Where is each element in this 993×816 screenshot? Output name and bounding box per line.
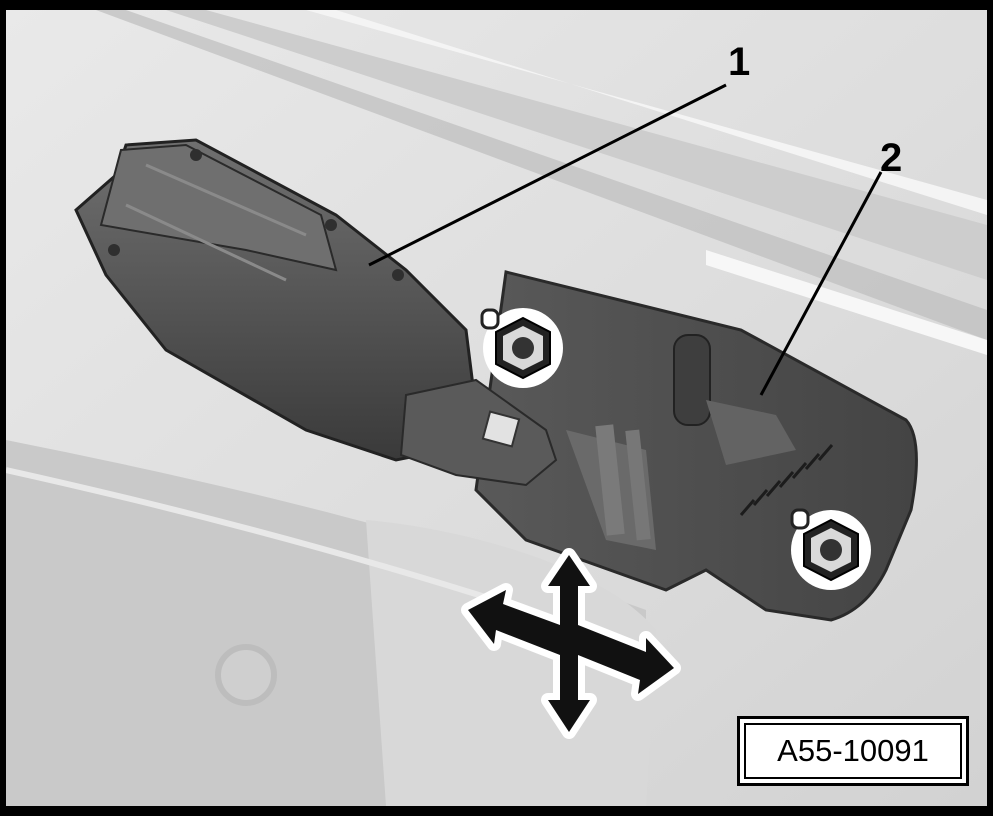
callout-label-1: 1 bbox=[728, 40, 751, 84]
trim-rail bbox=[166, 10, 987, 280]
trim-highlight bbox=[706, 250, 987, 355]
motor-edge bbox=[125, 163, 307, 282]
panel-hole bbox=[215, 644, 277, 706]
panel-edge bbox=[6, 467, 527, 613]
bracket-rib bbox=[595, 424, 625, 536]
motor-gear-neck bbox=[399, 378, 558, 487]
housing-screw bbox=[392, 269, 404, 281]
technical-illustration bbox=[6, 10, 987, 806]
four-way-adjustment-arrows-icon bbox=[461, 548, 681, 739]
leader-line-2 bbox=[759, 171, 883, 396]
callout-label-2: 2 bbox=[880, 136, 903, 180]
bracket-post bbox=[673, 334, 711, 426]
motor-connector bbox=[99, 143, 338, 272]
housing-screw bbox=[325, 219, 337, 231]
leader-line-1 bbox=[368, 83, 727, 267]
figure-id: A55-10091 bbox=[777, 733, 929, 768]
figure-id-inner-border bbox=[744, 723, 962, 779]
housing-screw bbox=[190, 149, 202, 161]
nut-icon bbox=[790, 508, 871, 590]
bracket-spring bbox=[739, 444, 834, 516]
bracket-block bbox=[706, 400, 796, 465]
housing-screw bbox=[108, 244, 120, 256]
figure-id-box: A55-10091 bbox=[737, 716, 969, 786]
neck-window bbox=[481, 410, 521, 448]
trim-rail bbox=[96, 10, 987, 340]
bracket-rib bbox=[625, 429, 651, 541]
nut-icon bbox=[480, 308, 563, 388]
